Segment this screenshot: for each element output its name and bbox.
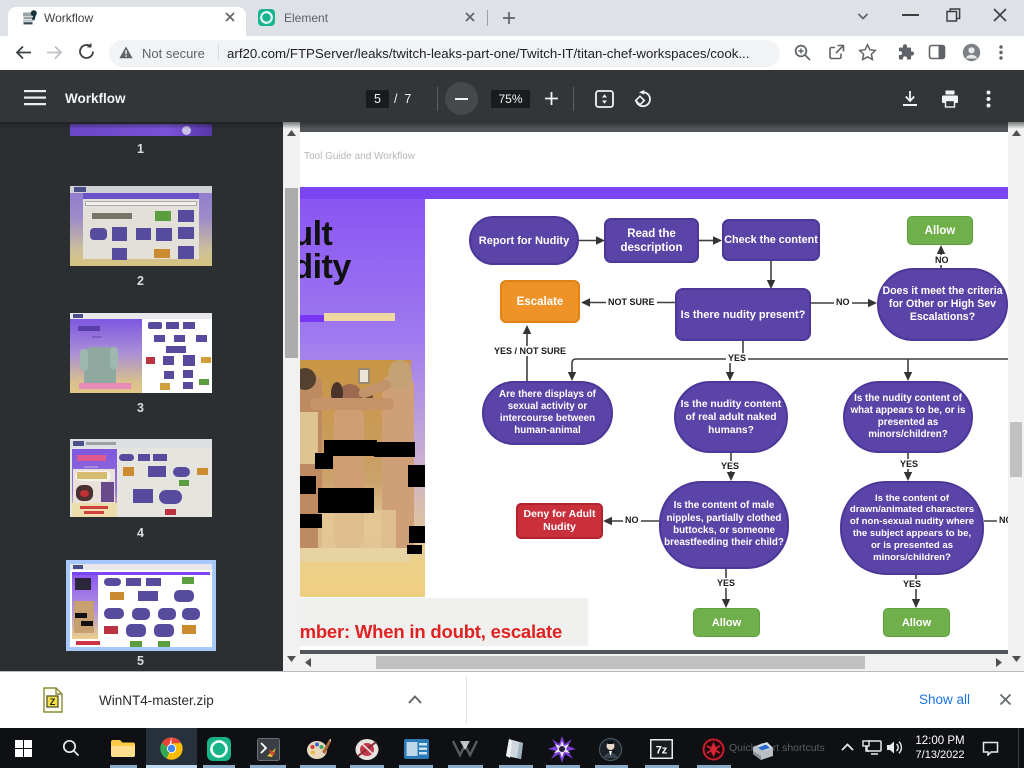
svg-text:12:00 PM: 12:00 PM (915, 735, 964, 747)
svg-text:Z: Z (50, 697, 56, 707)
svg-text:7z: 7z (656, 745, 668, 757)
svg-text:7/13/2022: 7/13/2022 (916, 749, 965, 761)
